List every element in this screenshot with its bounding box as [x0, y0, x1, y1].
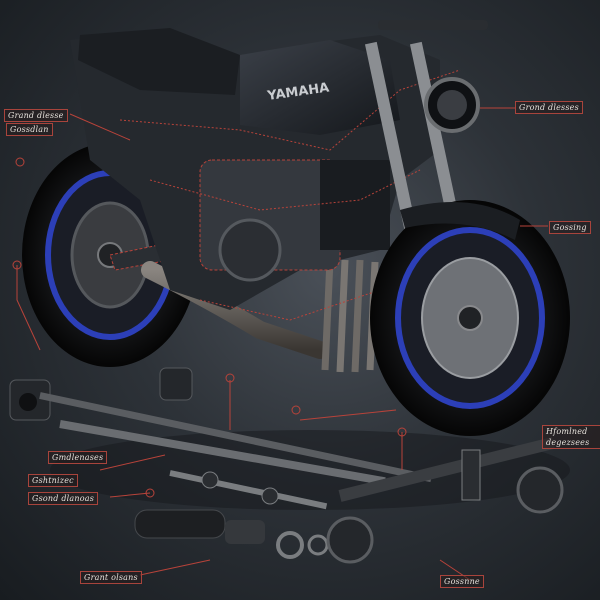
engine [199, 159, 390, 282]
callout-label: Gossnne [440, 575, 484, 588]
callout-label: Gmdlenases [48, 451, 108, 464]
headlight-lens [437, 90, 467, 120]
paddock-stand [9, 367, 432, 483]
callout-markers [12, 157, 407, 498]
exploded-shaft [59, 420, 386, 510]
rear-stand [326, 436, 564, 564]
front-fender [400, 202, 520, 240]
callout-label: Grand dlesse [4, 109, 68, 122]
callout-label: Hfomlned degezsees [542, 425, 600, 449]
callout-label: Gshtnizec [28, 474, 78, 487]
callout-label: Gossdlan [6, 123, 53, 136]
seat [78, 28, 240, 95]
callout-label: Grant olsans [80, 571, 142, 584]
callout-label: Gsond dlanoas [28, 492, 99, 505]
fuel-tank [240, 40, 400, 135]
front-wheel [370, 200, 570, 436]
shock-absorber [134, 509, 329, 559]
callout-label: Gossing [549, 221, 591, 234]
callout-label: Grond dlesses [515, 101, 583, 114]
